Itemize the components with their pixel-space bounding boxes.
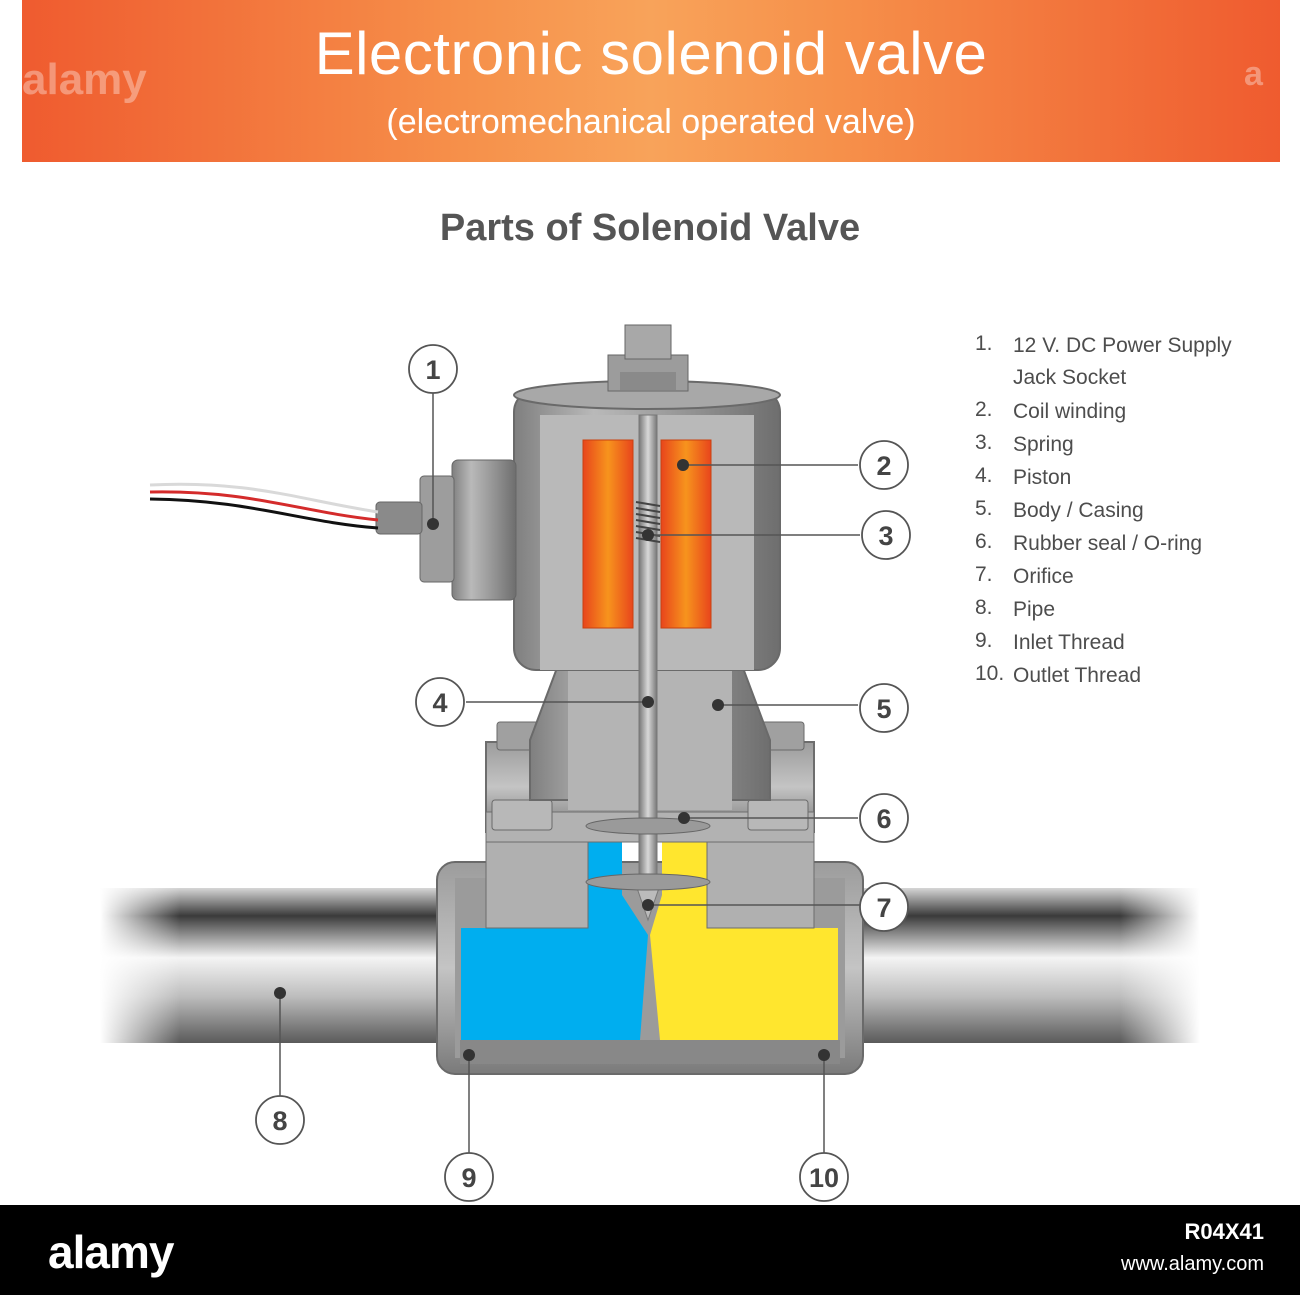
inlet-fluid [461,840,648,1040]
callout-5: 5 [859,683,909,733]
callout-label: 5 [876,694,891,724]
solenoid-valve-diagram: 1 2 3 4 5 6 7 8 9 10 [100,324,1200,1202]
page-title: Electronic solenoid valve [314,20,988,87]
top-nut [607,324,689,392]
callout-dots [274,459,830,1061]
callout-8: 8 [255,1095,305,1145]
legend-text: Orifice [1013,565,1074,588]
watermark-logo: a [1244,55,1263,93]
footer-bar: alamy R04X41 www.alamy.com [0,1205,1300,1295]
spring [635,501,661,543]
site-url[interactable]: www.alamy.com [1121,1253,1264,1275]
watermark-logo: alamy [22,55,147,104]
legend-text: Inlet Thread [1013,631,1125,654]
callout-2: 2 [859,440,909,490]
callout-label: 7 [876,893,891,923]
legend-number: 1. [975,332,993,355]
legend-text: Piston [1013,466,1072,489]
legend-number: 9. [975,629,993,652]
power-cable [149,482,379,530]
outlet-fluid [650,840,838,1040]
callout-7: 7 [859,882,909,932]
callout-label: 2 [876,451,891,481]
parts-legend: 1. 12 V. DC Power Supply Jack Socket 2. … [975,330,1275,693]
legend-number: 5. [975,497,993,520]
legend-text: Outlet Thread [1013,664,1142,687]
page-subtitle: (electromechanical operated valve) [386,103,916,141]
header-banner: Electronic solenoid valve (electromechan… [22,0,1280,162]
legend-number: 6. [975,530,993,553]
callout-label: 4 [432,688,447,718]
callout-label: 6 [876,804,891,834]
callout-label: 9 [461,1163,476,1193]
legend-number: 10. [975,662,1005,685]
callout-leaders [279,392,860,1153]
legend-text: Body / Casing [1013,499,1144,522]
legend-number: 7. [975,563,993,586]
section-title: Parts of Solenoid Valve [439,207,861,249]
callout-6: 6 [859,793,909,843]
callout-label: 3 [878,521,893,551]
callout-label: 1 [425,355,440,385]
legend-text: Spring [1013,433,1074,456]
callout-4: 4 [415,677,465,727]
legend-item: 6. Rubber seal / O-ring [975,528,1275,561]
jack-socket [375,459,517,601]
legend-number: 4. [975,464,993,487]
legend-text: Rubber seal / O-ring [1013,532,1203,555]
legend-number: 8. [975,596,993,619]
legend-number: 3. [975,431,993,454]
callout-1: 1 [408,344,458,394]
legend-item: 9. Inlet Thread [975,627,1275,660]
callout-label: 8 [272,1106,287,1136]
callout-3: 3 [861,510,911,560]
image-id: R04X41 [1184,1219,1264,1244]
callout-9: 9 [444,1152,494,1202]
legend-item: 4. Piston [975,462,1275,495]
legend-text: Coil winding [1013,400,1127,423]
legend-item: 3. Spring [975,429,1275,462]
legend-item: 8. Pipe [975,594,1275,627]
legend-text: Pipe [1013,598,1056,621]
coil-winding [582,439,712,629]
callout-10: 10 [799,1152,849,1202]
legend-item: 7. Orifice [975,561,1275,594]
callout-label: 10 [809,1163,839,1193]
legend-item: 10. Outlet Thread [975,660,1275,693]
legend-text: 12 V. DC Power Supply Jack Socket [1013,334,1232,389]
legend-item: 5. Body / Casing [975,495,1275,528]
legend-item: 2. Coil winding [975,396,1275,429]
legend-item: 1. 12 V. DC Power Supply Jack Socket [975,330,1275,396]
legend-number: 2. [975,398,993,421]
brand-logo: alamy [48,1226,174,1278]
